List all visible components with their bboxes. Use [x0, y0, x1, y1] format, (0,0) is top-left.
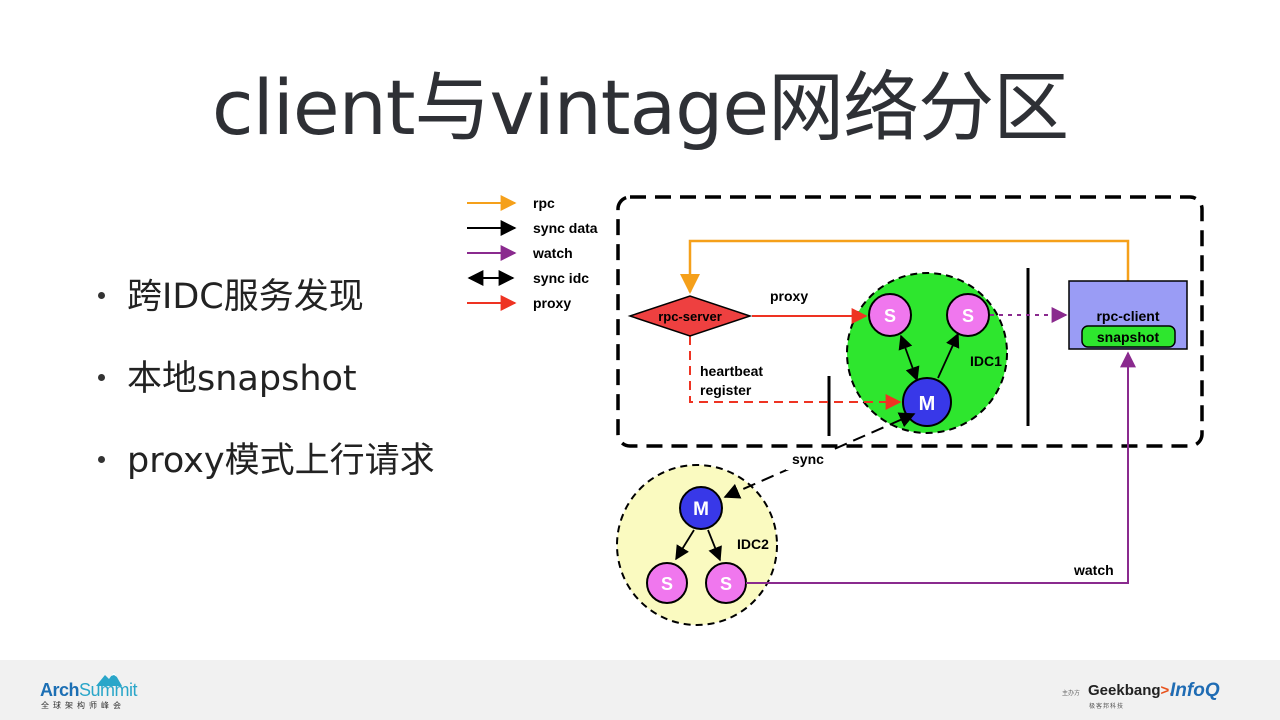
legend-label: proxy [533, 295, 571, 311]
bullet-text: 跨IDC服务发现 [127, 277, 364, 317]
heartbeat-label: heartbeat [700, 363, 763, 379]
snapshot-box [1081, 325, 1176, 348]
architecture-diagram: rpc sync data watch sync idc proxy IDC1 … [467, 195, 1204, 626]
sync-label-bg [786, 448, 832, 470]
sync-data-arrow [707, 529, 722, 562]
geekbang-arrow-icon: >. [1160, 682, 1174, 699]
slave-node-label: S [720, 574, 732, 594]
geekbang-subtitle: 极客邦科技 [1089, 703, 1125, 710]
sync-data-arrow [898, 334, 920, 382]
sync-label: sync [792, 451, 824, 467]
idc1-label: IDC1 [970, 353, 1002, 369]
geekbang-part2: bang [1124, 682, 1161, 699]
bullet-item: 本地snapshot [98, 350, 357, 401]
rpc-server-node [627, 295, 753, 337]
rpc-arrow [680, 239, 1130, 294]
slave-node-label: S [884, 306, 896, 326]
rpc-client-label: rpc-client [1096, 308, 1159, 324]
slave-node-label: S [661, 574, 673, 594]
master-node [679, 486, 723, 530]
legend: rpc sync data watch sync idc proxy [467, 195, 598, 311]
proxy-label: proxy [770, 288, 808, 304]
bullet-dot-icon [98, 373, 105, 381]
bullet-dot-icon [98, 291, 105, 299]
slave-node [646, 562, 688, 604]
slave-node-label: S [962, 306, 974, 326]
footer-bar: ArchSummit 全球架构师峰会 主办方 Geekbang>. 极客邦科技 … [0, 660, 1280, 720]
host-label: 主办方 [1062, 690, 1081, 697]
geekbang-part1: Geek [1088, 682, 1125, 699]
bullet-text: proxy模式上行请求 [127, 441, 435, 481]
legend-label: sync idc [533, 270, 589, 286]
infoq-logo: InfoQ [1170, 680, 1220, 701]
legend-label: sync data [533, 220, 598, 236]
rpc-server-label: rpc-server [658, 309, 722, 324]
legend-label: watch [532, 245, 573, 261]
bullet-item: 跨IDC服务发现 [98, 268, 364, 319]
geekbang-logo: Geekbang>. [1088, 682, 1173, 699]
bullet-dot-icon [98, 455, 105, 463]
bullet-text: 本地snapshot [127, 359, 357, 399]
snapshot-label: snapshot [1097, 329, 1160, 345]
idc2-label: IDC2 [737, 536, 769, 552]
register-label: register [700, 382, 752, 398]
watch-label: watch [1073, 562, 1114, 578]
watch-arrow [746, 351, 1136, 584]
heartbeat-register-arrow [689, 336, 902, 410]
slave-node [946, 293, 990, 337]
archsummit-logo: ArchSummit [40, 680, 138, 701]
slave-node [868, 293, 912, 337]
master-node-label: M [919, 393, 936, 415]
master-node-label: M [693, 499, 709, 520]
brand-part1: Arch [40, 680, 80, 700]
mountain-peak-icon [96, 672, 122, 686]
brand-part2: Summit [79, 680, 138, 700]
slide-title: client与vintage网络分区 [211, 63, 1069, 152]
sync-data-arrow [675, 529, 695, 561]
legend-label: rpc [533, 195, 555, 211]
bullet-item: proxy模式上行请求 [98, 432, 435, 483]
archsummit-subtitle: 全球架构师峰会 [41, 701, 125, 710]
sync-data-arrow [937, 332, 960, 379]
